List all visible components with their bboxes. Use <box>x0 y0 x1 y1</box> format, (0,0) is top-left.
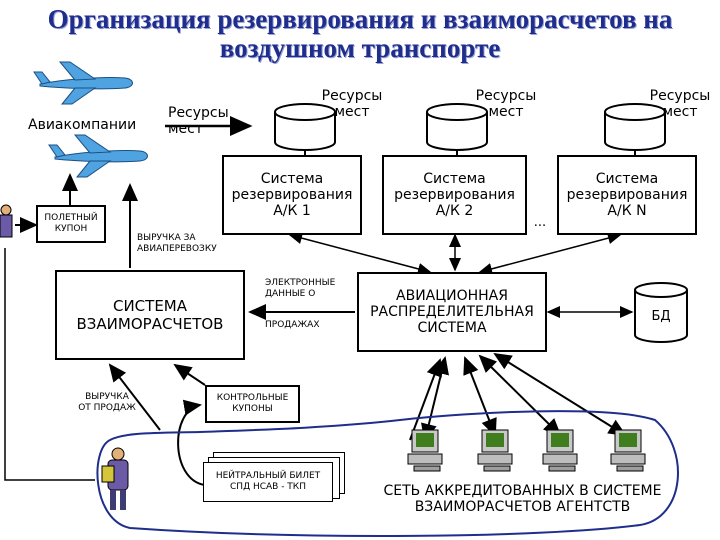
page-title-line2: воздушном транспорте <box>219 33 501 63</box>
database-label: БД <box>651 309 671 324</box>
agent-computer-icon <box>477 429 513 472</box>
page-title-line1: Организация резервирования и взаиморасче… <box>47 4 673 34</box>
reservation-system-2: Система резервирования А/К 2 <box>382 155 527 235</box>
passenger-icon <box>0 204 13 238</box>
database-cylinder-icon <box>274 103 336 151</box>
airplane-icon <box>48 134 148 178</box>
settlement-system-box: СИСТЕМА ВЗАИМОРАСЧЕТОВ <box>55 270 245 360</box>
distribution-system-box: АВИАЦИОННАЯ РАСПРЕДЕЛИТЕЛЬНАЯ СИСТЕМА <box>357 272 547 352</box>
agency-network-outline <box>96 410 679 537</box>
seat-resources-arrow-label: Ресурсы мест <box>168 105 229 137</box>
sales-label: ПРОДАЖАХ <box>265 320 320 330</box>
database-cylinder-icon <box>604 103 666 151</box>
agent-person-icon <box>101 447 129 510</box>
sales-revenue-label: ВЫРУЧКА ОТ ПРОДАЖ <box>78 392 136 413</box>
agent-computer-icon <box>542 429 578 472</box>
transport-revenue-label: ВЫРУЧКА ЗА АВИАПЕРЕВОЗКУ <box>137 233 217 254</box>
agent-computer-icon <box>610 429 646 472</box>
database-icon <box>634 282 688 343</box>
neutral-ticket-box: НЕЙТРАЛЬНЫЙ БИЛЕТ СПД НСАВ - ТКП <box>203 462 333 502</box>
flight-coupon-box: ПОЛЕТНЫЙ КУПОН <box>36 205 106 243</box>
seat-resources-label-1: Ресурсы мест <box>321 88 383 120</box>
electronic-data-label: ЭЛЕКТРОННЫЕ ДАННЫЕ О <box>265 278 336 299</box>
seat-resources-label-3: Ресурсы мест <box>649 88 711 120</box>
airlines-label: Авиакомпании <box>28 117 137 133</box>
database-cylinder-icon <box>426 103 488 151</box>
ellipsis-label: ... <box>533 215 547 230</box>
reservation-system-1: Система резервирования А/К 1 <box>222 155 362 235</box>
agency-network-label: СЕТЬ АККРЕДИТОВАННЫХ В СИСТЕМЕ ВЗАИМОРАС… <box>383 483 662 515</box>
seat-resources-label-2: Ресурсы мест <box>475 88 537 120</box>
control-coupons-box: КОНТРОЛЬНЫЕ КУПОНЫ <box>205 385 300 423</box>
airplane-icon <box>33 61 133 105</box>
agent-computer-icon <box>407 429 443 472</box>
reservation-system-n: Система резервирования А/К N <box>557 155 697 235</box>
